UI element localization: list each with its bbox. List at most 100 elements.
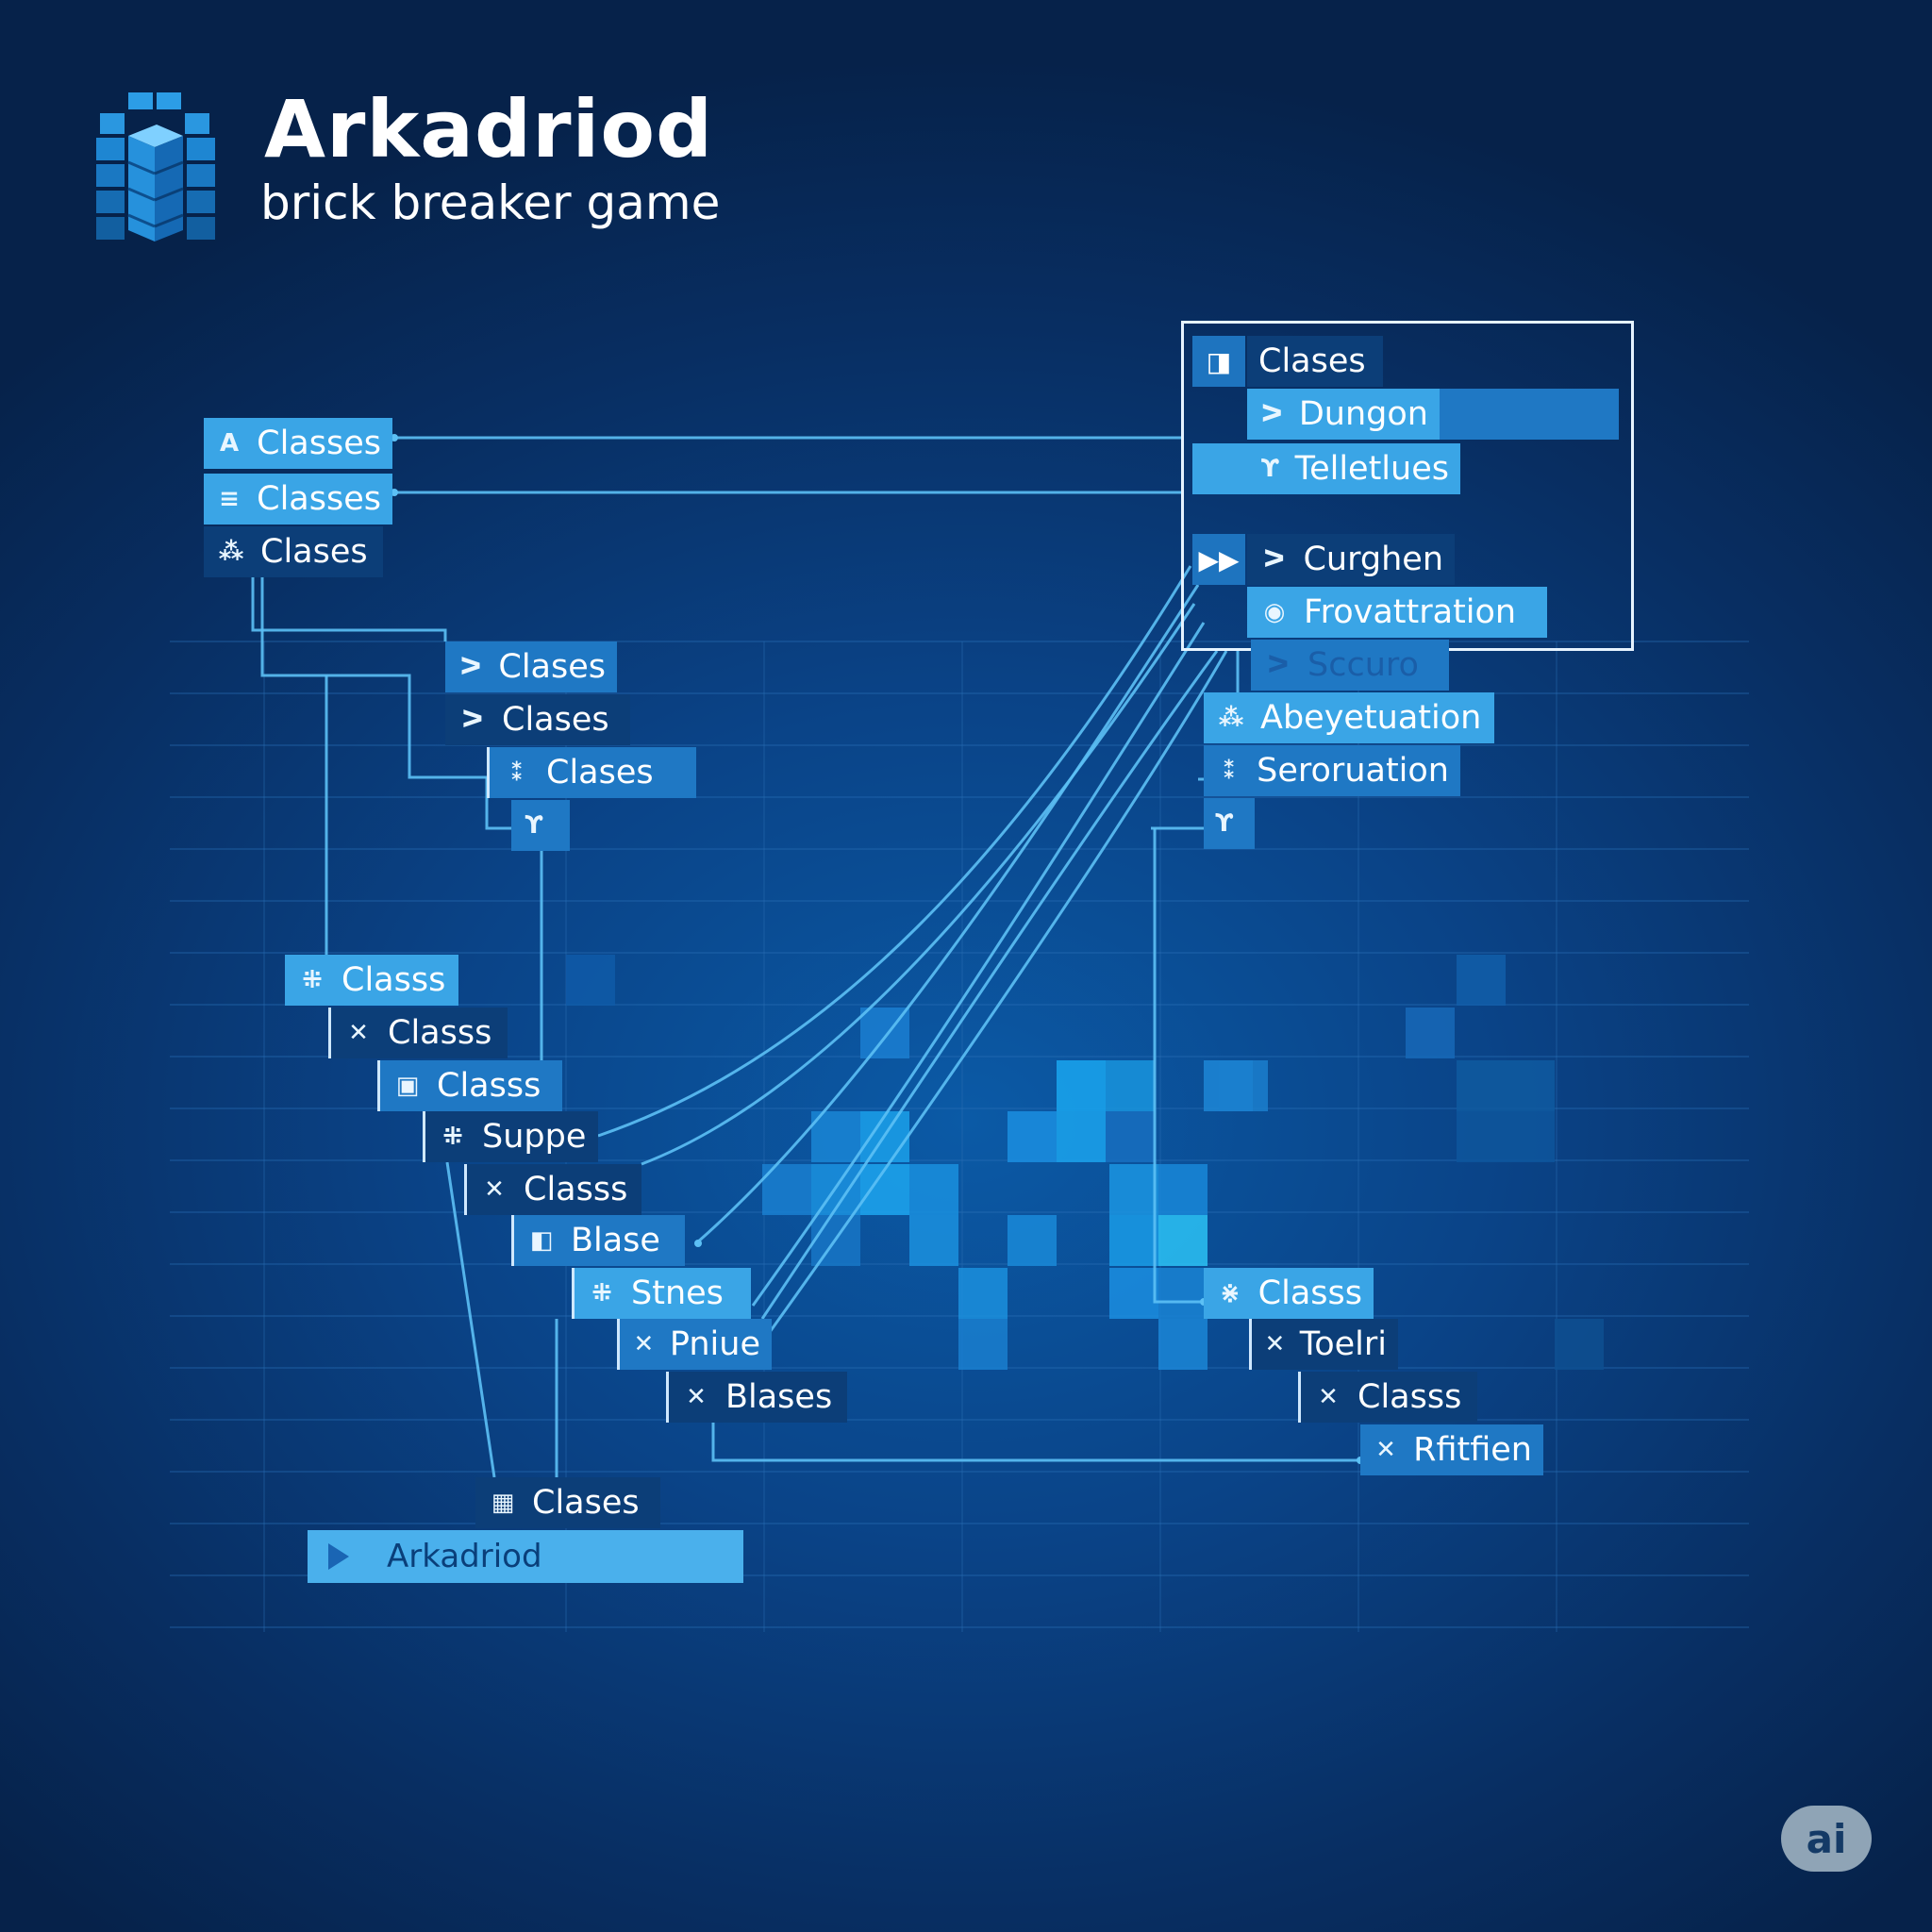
node-label: Dungon: [1298, 395, 1428, 433]
node-label: Classs: [437, 1067, 541, 1105]
stack-node[interactable]: ▣ Classs: [377, 1060, 562, 1111]
brick-tile: [1158, 1319, 1208, 1370]
node-label: Curghen: [1303, 541, 1443, 578]
stack-node[interactable]: ⁜ Classs: [285, 955, 458, 1006]
asterisk-icon: ⋇: [1219, 1279, 1241, 1307]
node-label: Blases: [725, 1378, 833, 1416]
bottom-clases-node[interactable]: ▦ Clases: [475, 1477, 660, 1528]
grid-icon: ▦: [491, 1489, 515, 1517]
brick-tile: [1109, 1164, 1158, 1215]
right-node[interactable]: ⁑ Seroruation: [1204, 745, 1460, 796]
left-tree-node[interactable]: ᐳ Clases: [445, 641, 617, 692]
brick-tile: [909, 1215, 958, 1266]
node-label: Sccuro: [1307, 646, 1419, 684]
node-label: Toelri: [1299, 1325, 1387, 1363]
node-label: Suppe: [482, 1118, 587, 1156]
panel-doc-icon: ◨: [1192, 336, 1245, 387]
left-tree-node[interactable]: ⁂ Clases: [204, 526, 383, 577]
node-label: Seroruation: [1257, 752, 1449, 790]
node-label: Blase: [571, 1222, 660, 1259]
cluster-icon: ⁑: [510, 758, 524, 787]
node-label: Classs: [524, 1171, 628, 1208]
panel-item[interactable]: ᐳ Curghen: [1247, 534, 1455, 585]
stack-node[interactable]: ✕ Classs: [464, 1164, 641, 1215]
panel-item-tail: [1440, 389, 1619, 440]
left-tree-node[interactable]: A Classes: [204, 418, 392, 469]
grid-icon: ⁜: [442, 1123, 463, 1151]
node-label: Clases: [502, 701, 609, 739]
app-title: Arkadriod: [264, 83, 714, 175]
left-tree-node[interactable]: ᐳ Clases: [445, 694, 630, 745]
right-node[interactable]: ⁂ Abeyetuation: [1204, 692, 1494, 743]
node-label: Telletlues: [1294, 450, 1449, 488]
branch-icon: ϒ: [525, 811, 543, 840]
cluster-icon: ⁂: [1218, 704, 1244, 732]
root-bar[interactable]: Arkadriod: [308, 1530, 743, 1583]
brick-tile: [1219, 1060, 1268, 1111]
app-subtitle: brick breaker game: [260, 175, 721, 230]
node-label: Stnes: [631, 1274, 724, 1312]
panel-item[interactable]: ᐳ Dungon: [1247, 389, 1440, 440]
stack-node[interactable]: ✕ Pniue: [617, 1319, 772, 1370]
stack-node[interactable]: ✕ Classs: [328, 1008, 508, 1058]
brick-tile: [1008, 1111, 1057, 1162]
brick-tile: [1057, 1060, 1106, 1111]
panel-item[interactable]: Clases: [1247, 336, 1383, 387]
grid-icon: ⁜: [591, 1279, 612, 1307]
brick-tile: [860, 1164, 909, 1215]
brick-tile: [1109, 1215, 1158, 1266]
node-label: Clases: [546, 754, 654, 791]
ai-badge: ai: [1781, 1806, 1872, 1872]
brick-tile: [909, 1164, 958, 1215]
connector-wire: [760, 650, 1219, 1320]
brick-tile: [1057, 1111, 1106, 1162]
node-label: Classes: [257, 480, 381, 518]
square-icon: ▣: [395, 1072, 420, 1100]
right-stack-node[interactable]: ✕ Rfitfien: [1360, 1424, 1543, 1475]
panel-item[interactable]: ◉ Frovattration: [1247, 587, 1547, 638]
stack-node[interactable]: ⁜ Stnes: [572, 1268, 751, 1319]
connector-wire: [1153, 828, 1204, 1304]
close-icon: ✕: [633, 1330, 655, 1358]
right-stack-node[interactable]: ✕ Toelri: [1249, 1319, 1398, 1370]
left-tree-node[interactable]: ≡ Classes: [204, 474, 392, 525]
brick-tile: [1555, 1319, 1604, 1370]
right-stack-node[interactable]: ✕ Classs: [1298, 1372, 1477, 1423]
left-tree-node[interactable]: ϒ: [511, 800, 570, 851]
node-label: Classes: [257, 425, 381, 462]
close-icon: ✕: [348, 1019, 369, 1047]
connector-wire: [751, 622, 1206, 1307]
node-label: Clases: [260, 533, 368, 571]
logo-icon: [96, 92, 215, 242]
right-node[interactable]: ᐳ Sccuro: [1251, 640, 1449, 691]
brick-tile: [1506, 1060, 1555, 1111]
right-stack-node[interactable]: ⋇ Classs: [1204, 1268, 1374, 1319]
panel-item[interactable]: ϒ Telletlues: [1192, 443, 1460, 494]
chevron-right-icon: ᐳ: [1267, 651, 1290, 679]
brick-tile: [1158, 1164, 1208, 1215]
connector-dot: [694, 1240, 702, 1247]
brick-tile: [958, 1319, 1008, 1370]
brick-tile: [566, 955, 615, 1006]
connector-wire: [445, 1161, 496, 1478]
brick-tile: [1406, 1008, 1455, 1058]
right-node[interactable]: ϒ: [1204, 798, 1255, 849]
left-tree-node[interactable]: ⁑ Clases: [487, 747, 696, 798]
chevron-right-icon: ᐳ: [461, 706, 484, 734]
stack-node[interactable]: ◧ Blase: [511, 1215, 685, 1266]
node-label: Clases: [1258, 342, 1366, 380]
connector-wire: [695, 584, 1200, 1245]
stack-node[interactable]: ✕ Blases: [666, 1372, 847, 1423]
node-label: Classs: [1257, 1274, 1362, 1312]
brick-tile: [958, 1268, 1008, 1319]
chevron-right-icon: ᐳ: [1260, 400, 1283, 428]
brick-tile: [1158, 1268, 1208, 1319]
stack-node[interactable]: ⁜ Suppe: [423, 1111, 598, 1162]
branch-icon: ϒ: [1260, 455, 1280, 483]
node-label: Classs: [388, 1014, 492, 1052]
node-label: Clases: [498, 648, 606, 686]
close-icon: ✕: [1375, 1436, 1396, 1464]
play-icon: [328, 1543, 349, 1570]
class-icon: A: [220, 429, 240, 458]
node-label: Classs: [341, 961, 446, 999]
